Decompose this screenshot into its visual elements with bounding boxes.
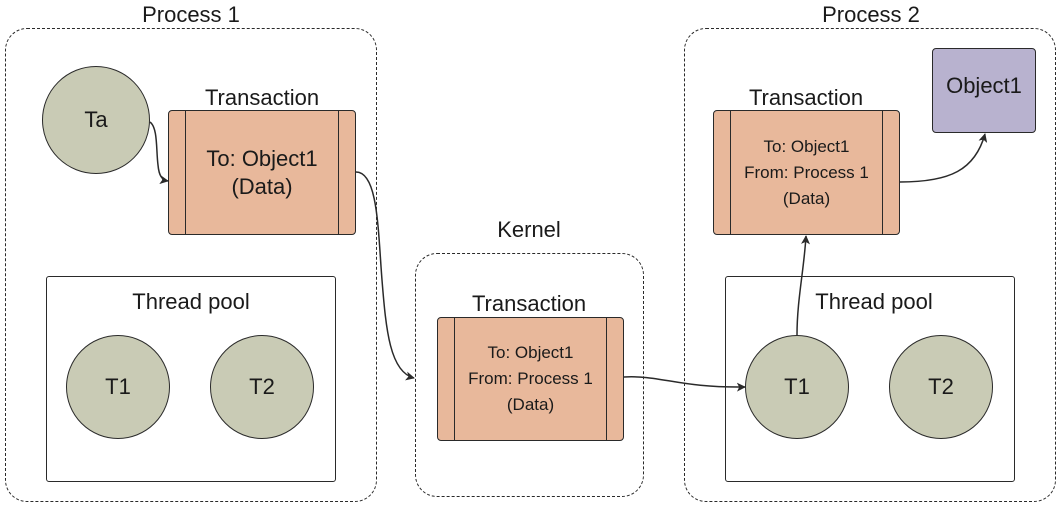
process2-transaction-label: Transaction [748,85,864,110]
process2-thread-t2-label: T2 [928,374,954,399]
process1-transaction-to: To: Object1 [206,145,318,171]
process2-thread-pool-label: Thread pool [815,289,933,314]
object1-label: Object1 [946,73,1022,98]
process2-transaction-to: To: Object1 [763,136,850,156]
process2-label: Process 2 [822,2,920,27]
process2-box [684,28,1056,502]
process1-thread-t2: T2 [210,335,314,439]
kernel-box [415,253,644,497]
kernel-transaction-label: Transaction [471,291,587,316]
thread-ta: Ta [42,66,150,174]
kernel-transaction-to: To: Object1 [487,343,574,362]
process2-transaction-data: (Data) [782,188,831,208]
process1-thread-t2-label: T2 [249,374,275,399]
kernel-transaction: To: Object1 From: Process 1 (Data) [437,317,624,441]
process2-transaction-from: From: Process 1 [744,162,869,182]
process1-transaction: To: Object1 (Data) [168,110,356,235]
kernel-transaction-data: (Data) [506,395,555,414]
kernel-label: Kernel [497,217,561,242]
process1-thread-t1: T1 [66,335,170,439]
process1-transaction-data: (Data) [231,173,293,199]
process1-label: Process 1 [142,2,240,27]
object1: Object1 [932,48,1036,133]
thread-ta-label: Ta [84,107,108,132]
process2-thread-t2: T2 [889,335,993,439]
process2-thread-t1-label: T1 [784,374,810,399]
process1-thread-pool-label: Thread pool [132,289,250,314]
process2-thread-t1: T1 [745,335,849,439]
process1-transaction-label: Transaction [204,85,320,110]
process1-thread-t1-label: T1 [105,374,131,399]
kernel-transaction-from: From: Process 1 [468,369,593,388]
process2-transaction: To: Object1 From: Process 1 (Data) [713,110,900,235]
